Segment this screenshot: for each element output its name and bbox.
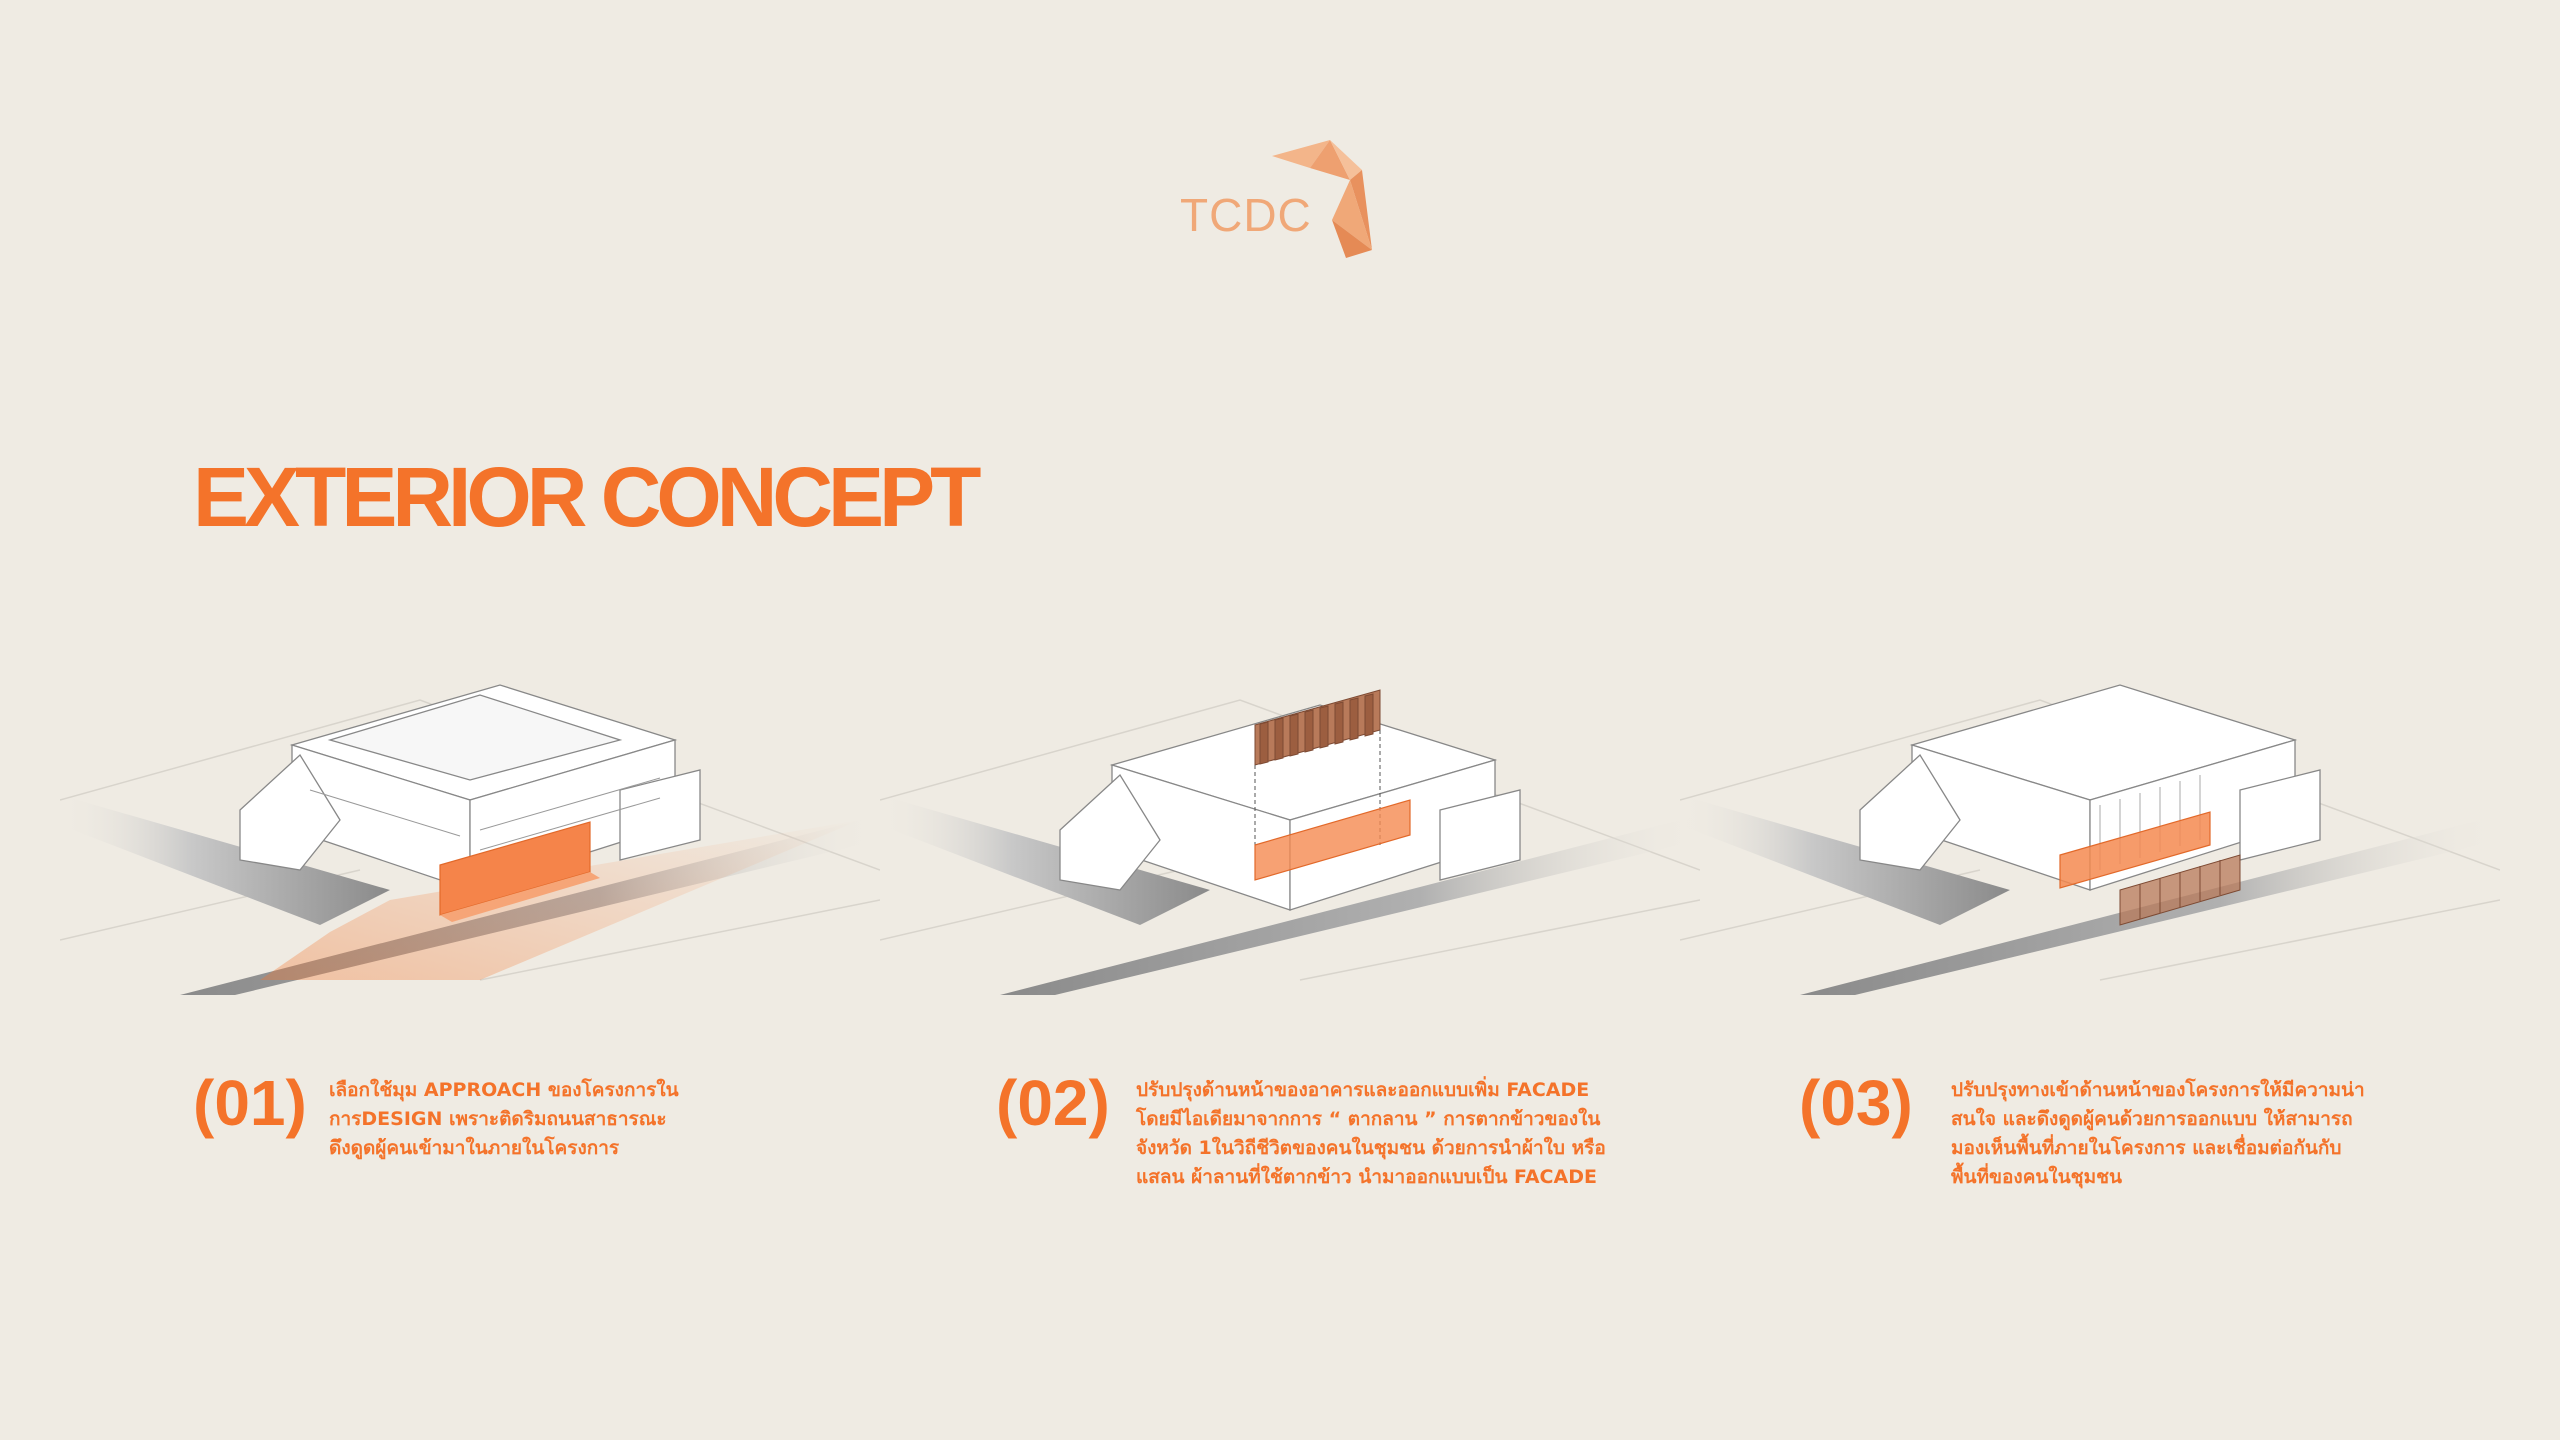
step-number: (03) [1799,1067,1913,1139]
step-description-line: จังหวัด 1ในวิถีชีวิตของคนในชุมชน ด้วยการ… [1136,1137,1606,1159]
step-description: ปรับปรุงด้านหน้าของอาคารและออกแบบเพิ่ม F… [1136,1076,1776,1192]
step-description-line: เลือกใช้มุม APPROACH ของโครงการใน [329,1079,679,1101]
diagram-approach [60,640,880,1060]
step-description: ปรับปรุงทางเข้าด้านหน้าของโครงการให้มีคว… [1951,1076,2560,1192]
tcdc-logo: TCDC [1180,140,1380,260]
step-number: (01) [193,1067,307,1139]
step-02: (02) ปรับปรุงด้านหน้าของอาคารและออกแบบเพ… [996,1068,1776,1208]
page-title: EXTERIOR CONCEPT [193,450,981,544]
step-description-line: ปรับปรุงด้านหน้าของอาคารและออกแบบเพิ่ม F… [1136,1079,1590,1101]
step-03: (03) ปรับปรุงทางเข้าด้านหน้าของโครงการให… [1799,1068,2560,1208]
step-description-line: การDESIGN เพราะติดริมถนนสาธารณะ [329,1108,667,1130]
step-01: (01) เลือกใช้มุม APPROACH ของโครงการใน ก… [193,1068,973,1208]
origami-bird-icon [1272,140,1372,258]
step-description-line: มองเห็นพื้นที่ภายในโครงการ และเชื่อมต่อก… [1951,1137,2342,1159]
axonometric-diagram-02 [880,689,1700,995]
step-description-line: ดึงดูดผู้คนเข้ามาในภายในโครงการ [329,1137,620,1159]
step-description-line: สนใจ และดึงดูดผู้คนด้วยการออกแบบ ให้สามา… [1951,1108,2353,1130]
step-description-line: พื้นที่ของคนในชุมชน [1951,1166,2122,1188]
diagram-facade [880,640,1700,1060]
step-description-line: ปรับปรุงทางเข้าด้านหน้าของโครงการให้มีคว… [1951,1079,2365,1101]
logo-text: TCDC [1180,189,1312,241]
entrance-gate [2119,854,2241,926]
step-description: เลือกใช้มุม APPROACH ของโครงการใน การDES… [329,1076,969,1163]
axonometric-diagram-03 [1680,684,2500,995]
diagram-entrance [1680,640,2500,1060]
axonometric-diagram-01 [60,684,880,995]
step-number: (02) [996,1067,1110,1139]
step-description-line: โดยมีไอเดียมาจากการ “ ตากลาน ” การตากข้า… [1136,1108,1601,1130]
step-description-line: แสลน ผ้าลานที่ใช้ตากข้าว นำมาออกแบบเป็น … [1136,1166,1597,1188]
